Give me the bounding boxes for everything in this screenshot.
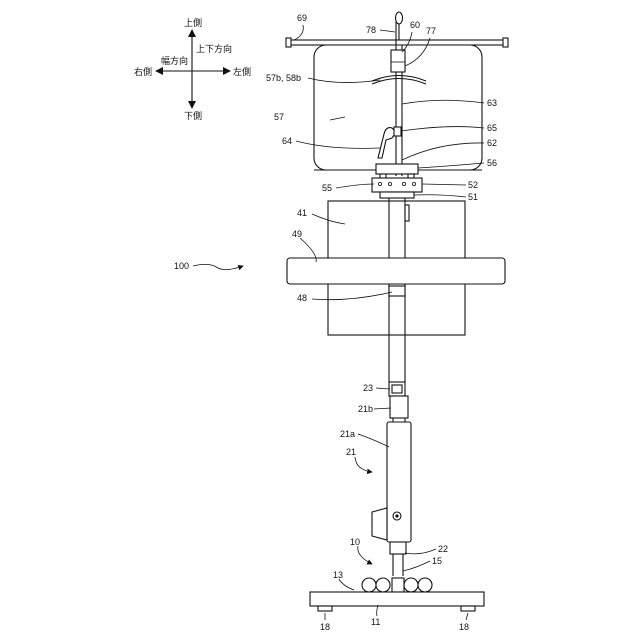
side-clamp bbox=[372, 508, 387, 540]
label-51: 51 bbox=[468, 192, 478, 202]
base-plate bbox=[310, 592, 484, 606]
leader-22 bbox=[405, 549, 436, 554]
tray bbox=[287, 258, 505, 284]
box-latch bbox=[405, 205, 409, 221]
leader-51 bbox=[414, 195, 466, 197]
label-64: 64 bbox=[282, 136, 292, 146]
lower-stem bbox=[390, 542, 406, 554]
base-hub bbox=[392, 578, 404, 592]
label-57b58b: 57b, 58b bbox=[266, 73, 301, 83]
label-48: 48 bbox=[297, 293, 307, 303]
right-side-arrowhead bbox=[155, 67, 163, 75]
top-bar-end-left bbox=[286, 38, 291, 47]
lever-pivot bbox=[394, 127, 401, 136]
label-100: 100 bbox=[174, 261, 189, 271]
clip bbox=[391, 50, 405, 72]
label-21b: 21b bbox=[358, 404, 373, 414]
label-left-side: 左側 bbox=[233, 66, 251, 77]
label-22: 22 bbox=[438, 544, 448, 554]
leader-52 bbox=[422, 184, 466, 185]
label-65: 65 bbox=[487, 123, 497, 133]
label-vertical-direction: 上下方向 bbox=[196, 43, 232, 54]
pole-collar-48 bbox=[389, 286, 405, 296]
bracket-assembly bbox=[372, 164, 422, 198]
leader-10 bbox=[358, 546, 372, 564]
foot-left bbox=[318, 606, 332, 611]
base-assembly bbox=[310, 578, 484, 611]
bracket-lower bbox=[372, 178, 422, 192]
wheel bbox=[404, 578, 418, 592]
wheel bbox=[376, 578, 390, 592]
wheel bbox=[362, 578, 376, 592]
label-21: 21 bbox=[346, 447, 356, 457]
leader-55 bbox=[336, 184, 374, 188]
label-18-left: 18 bbox=[320, 622, 330, 632]
label-21a: 21a bbox=[340, 429, 355, 439]
tube-upper bbox=[390, 396, 408, 418]
joint-inner bbox=[392, 385, 402, 393]
label-15: 15 bbox=[432, 556, 442, 566]
clamp-knob-center bbox=[395, 514, 398, 517]
top-bar-assembly bbox=[286, 12, 508, 47]
leader-21a bbox=[358, 434, 389, 447]
leader-15 bbox=[403, 561, 430, 571]
label-13: 13 bbox=[333, 570, 343, 580]
label-18-right: 18 bbox=[459, 622, 469, 632]
tube-lower bbox=[387, 422, 411, 542]
leader-21b bbox=[374, 408, 391, 409]
label-52: 52 bbox=[468, 180, 478, 190]
leader-21 bbox=[355, 457, 372, 472]
label-77: 77 bbox=[426, 26, 436, 36]
leader-69 bbox=[294, 25, 303, 40]
top-bar-end-right bbox=[503, 38, 508, 47]
down-arrowhead bbox=[188, 101, 196, 109]
label-49: 49 bbox=[292, 229, 302, 239]
label-right-side: 右側 bbox=[134, 66, 152, 77]
left-side-arrowhead bbox=[223, 67, 231, 75]
leader-23 bbox=[376, 388, 390, 389]
label-23: 23 bbox=[363, 383, 373, 393]
label-78: 78 bbox=[366, 25, 376, 35]
bracket-upper bbox=[376, 164, 418, 174]
leader-18-right bbox=[466, 613, 468, 620]
bracket-base bbox=[380, 192, 414, 198]
leader-78 bbox=[380, 30, 395, 32]
label-60: 60 bbox=[410, 20, 420, 30]
direction-legend: 上側 下側 右側 左側 幅方向 上下方向 bbox=[134, 17, 251, 121]
label-up: 上側 bbox=[184, 17, 202, 28]
label-56: 56 bbox=[487, 158, 497, 168]
label-63: 63 bbox=[487, 98, 497, 108]
foot-right bbox=[461, 606, 475, 611]
label-width-direction: 幅方向 bbox=[161, 55, 188, 66]
label-55: 55 bbox=[322, 183, 332, 193]
leader-11 bbox=[377, 605, 378, 616]
up-arrowhead bbox=[188, 29, 196, 37]
leader-100 bbox=[193, 264, 243, 269]
wheel bbox=[418, 578, 432, 592]
label-10: 10 bbox=[350, 537, 360, 547]
label-11: 11 bbox=[371, 617, 380, 627]
label-41: 41 bbox=[297, 208, 307, 218]
label-down: 下側 bbox=[184, 110, 202, 121]
leader-13 bbox=[339, 579, 354, 590]
label-57: 57 bbox=[274, 112, 284, 122]
label-69: 69 bbox=[297, 13, 307, 23]
label-62: 62 bbox=[487, 138, 497, 148]
top-bar bbox=[290, 40, 504, 45]
